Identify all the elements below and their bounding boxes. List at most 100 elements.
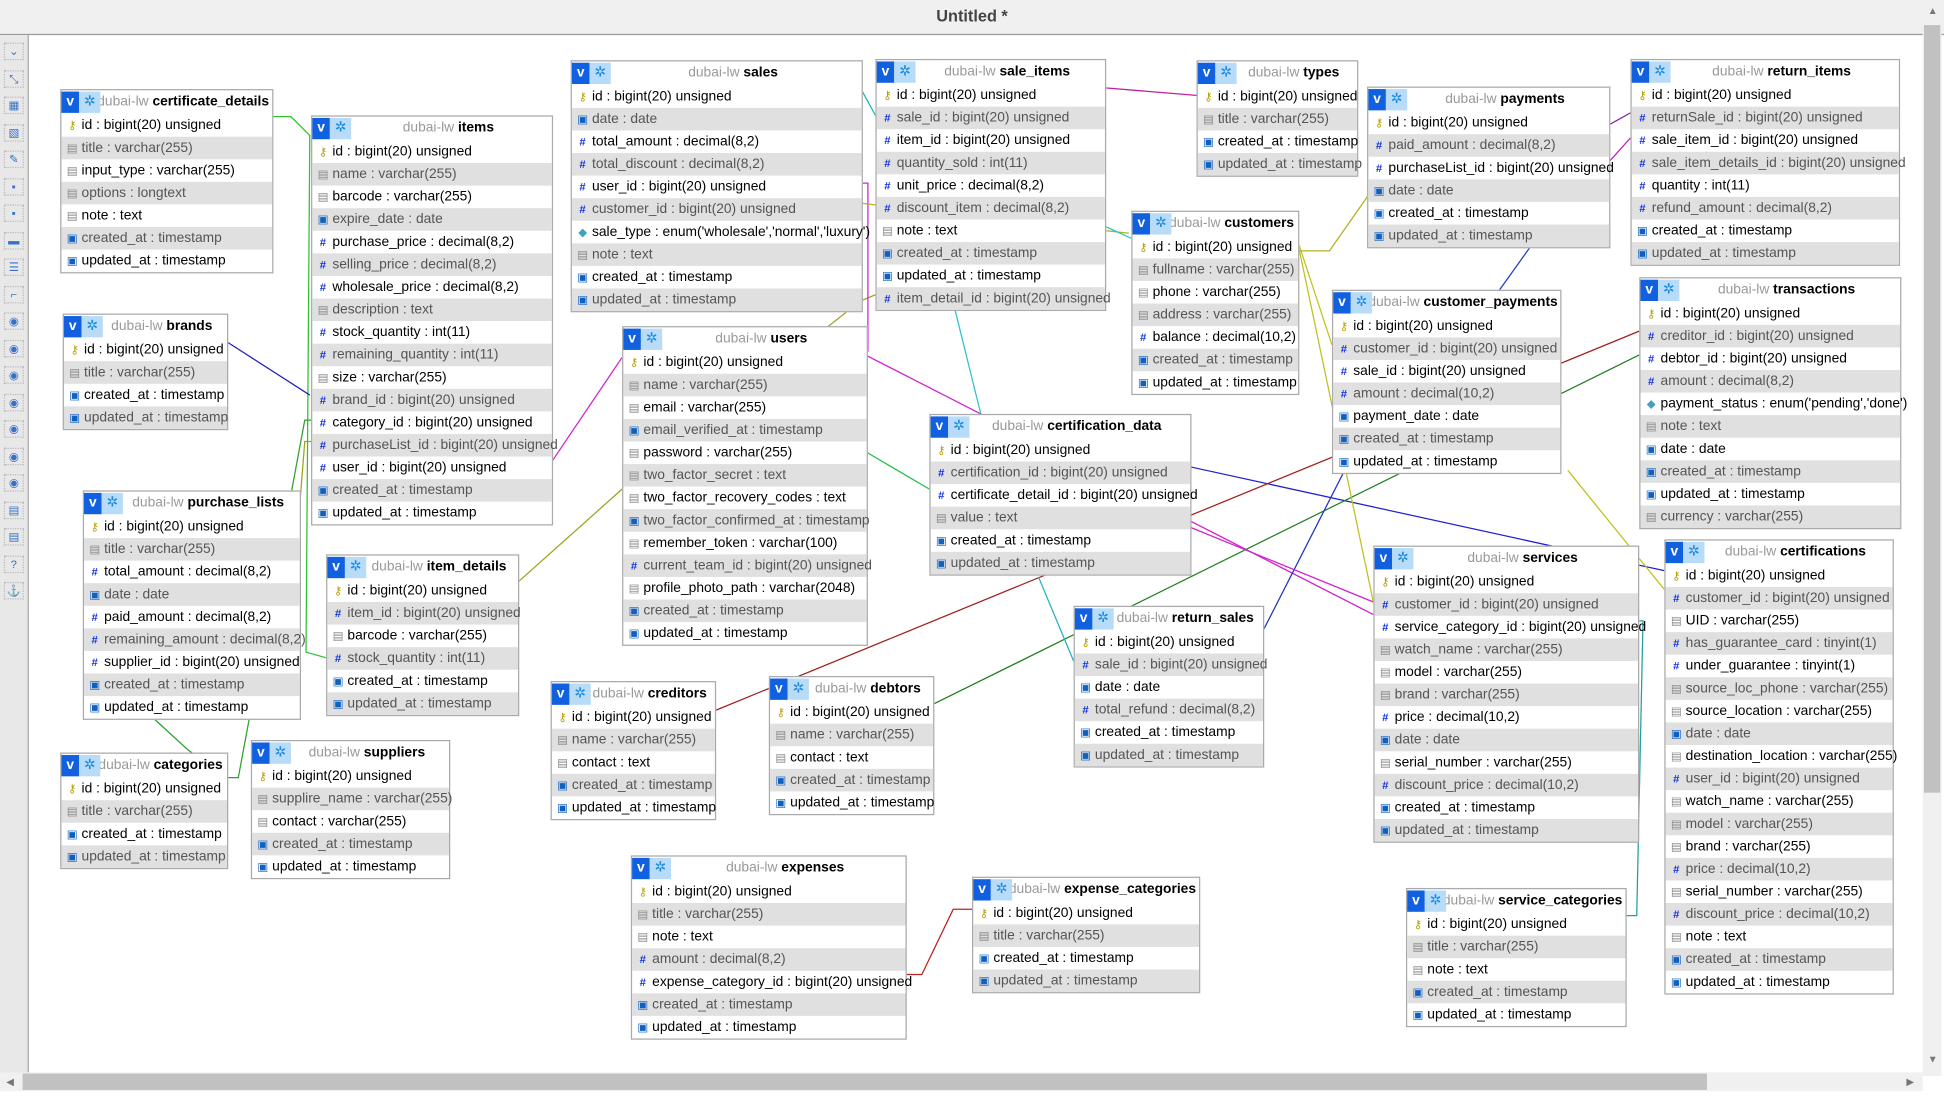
column-row[interactable]: ⚷id : bigint(20) unsigned [931, 439, 1191, 462]
column-row[interactable]: ⚷id : bigint(20) unsigned [623, 351, 866, 374]
relation-line-toggle-button[interactable]: ⌐ [3, 285, 24, 303]
column-row[interactable]: ▣created_at : timestamp [1640, 460, 1901, 483]
toggle-columns-button[interactable]: v [252, 742, 270, 764]
toggle-columns-button[interactable]: v [930, 416, 949, 438]
column-row[interactable]: ▣payment_date : date [1333, 405, 1560, 428]
column-row[interactable]: ▣updated_at : timestamp [571, 288, 862, 312]
column-row[interactable]: #under_guarantee : tinyint(1) [1666, 655, 1893, 678]
table-service-categories[interactable]: v✲dubai-lw service_categories⚷id : bigin… [1405, 887, 1627, 1028]
relation-3-button[interactable]: ◉ [3, 366, 24, 384]
column-row[interactable]: ▣updated_at : timestamp [1407, 1003, 1625, 1026]
column-row[interactable]: ▣created_at : timestamp [1368, 202, 1609, 225]
column-row[interactable]: #discount_price : decimal(10,2) [1374, 773, 1638, 797]
column-row[interactable]: ▣updated_at : timestamp [1666, 971, 1893, 994]
column-row[interactable]: ⚷id : bigint(20) unsigned [252, 765, 449, 788]
table-options-icon[interactable]: ✲ [1424, 890, 1447, 912]
save-as-button[interactable]: ▪ [3, 204, 24, 222]
column-row[interactable]: ⚷id : bigint(20) unsigned [632, 880, 905, 903]
help-button[interactable]: ? [3, 554, 24, 573]
column-row[interactable]: #certificate_detail_id : bigint(20) unsi… [931, 484, 1198, 507]
column-row[interactable]: ▤brand : varchar(255) [1666, 835, 1893, 858]
table-options-icon[interactable]: ✲ [649, 857, 671, 880]
column-row[interactable]: ▤remember_token : varchar(100) [623, 532, 866, 555]
column-row[interactable]: #purchase_price : decimal(8,2) [312, 231, 552, 254]
table-options-icon[interactable]: ✲ [81, 316, 103, 338]
column-row[interactable]: ⚷id : bigint(20) unsigned [1198, 85, 1357, 108]
column-row[interactable]: #sale_id : bigint(20) unsigned [876, 106, 1105, 130]
toggle-columns-button[interactable]: v [312, 117, 330, 140]
column-row[interactable]: #returnSale_id : bigint(20) unsigned [1631, 106, 1899, 130]
scroll-left-arrow[interactable]: ◀ [6, 1076, 14, 1088]
column-row[interactable]: ▤title : varchar(255) [1407, 935, 1626, 959]
relation-1-button[interactable]: ◉ [3, 312, 24, 330]
table-transactions[interactable]: v✲dubai-lw transactions⚷id : bigint(20) … [1639, 277, 1907, 530]
edit-page-button[interactable]: ✎ [3, 150, 24, 169]
table-header[interactable]: v✲dubai-lw return_items [1631, 60, 1899, 84]
column-row[interactable]: ▤note : text [1640, 415, 1901, 438]
column-row[interactable]: ▣two_factor_confirmed_at : timestamp [623, 509, 870, 532]
column-row[interactable]: #quantity : int(11) [1632, 174, 1899, 197]
column-row[interactable]: ⚷id : bigint(20) unsigned [770, 701, 933, 724]
column-row[interactable]: #selling_price : decimal(8,2) [312, 253, 552, 276]
column-row[interactable]: ▤address : varchar(255) [1132, 303, 1299, 327]
column-row[interactable]: ▣created_at : timestamp [1665, 948, 1893, 971]
column-row[interactable]: #customer_id : bigint(20) unsigned [1333, 337, 1561, 360]
column-row[interactable]: ▤title : varchar(255) [61, 136, 273, 160]
table-header[interactable]: v✲dubai-lw brands [63, 315, 227, 339]
column-row[interactable]: ▤supplire_name : varchar(255) [252, 787, 452, 811]
column-row[interactable]: ▤note : text [877, 219, 1105, 242]
toggle-columns-button[interactable]: v [876, 61, 895, 83]
relation-6-button[interactable]: ◉ [3, 447, 24, 465]
column-row[interactable]: ▤note : text [1666, 926, 1893, 949]
column-row[interactable]: ▤brand : varchar(255) [1374, 683, 1638, 707]
column-row[interactable]: ▣created_at : timestamp [1632, 219, 1899, 242]
column-row[interactable]: ▤model : varchar(255) [1375, 661, 1638, 684]
table-payments[interactable]: v✲dubai-lw payments⚷id : bigint(20) unsi… [1367, 86, 1614, 249]
toggle-columns-button[interactable]: v [551, 683, 570, 705]
toggle-columns-button[interactable]: v [571, 62, 590, 85]
column-row[interactable]: #unit_price : decimal(8,2) [877, 174, 1105, 197]
toggle-columns-button[interactable]: v [1074, 608, 1093, 630]
table-header[interactable]: v✲dubai-lw item_details [327, 556, 518, 580]
toggle-columns-button[interactable]: v [632, 857, 650, 880]
column-row[interactable]: ▣expire_date : date [312, 208, 552, 231]
column-row[interactable]: ▣created_at : timestamp [64, 384, 227, 407]
column-row[interactable]: ▣created_at : timestamp [84, 673, 300, 697]
column-row[interactable]: ▤two_factor_secret : text [623, 464, 867, 487]
column-row[interactable]: ▣updated_at : timestamp [930, 551, 1191, 575]
table-header[interactable]: v✲dubai-lw transactions [1640, 278, 1900, 302]
table-header[interactable]: v✲dubai-lw certification_data [930, 415, 1191, 439]
table-options-icon[interactable]: ✲ [1683, 541, 1705, 564]
table-options-icon[interactable]: ✲ [329, 117, 352, 140]
table-return-items[interactable]: v✲dubai-lw return_items⚷id : bigint(20) … [1630, 58, 1906, 266]
column-row[interactable]: ▣created_at : timestamp [312, 479, 552, 502]
column-row[interactable]: ⚷id : bigint(20) unsigned [1407, 913, 1625, 936]
column-row[interactable]: ⚷id : bigint(20) unsigned [973, 902, 1199, 925]
scroll-right-arrow[interactable]: ▶ [1906, 1076, 1915, 1088]
column-row[interactable]: ▣date : date [1374, 728, 1638, 752]
column-row[interactable]: #price : decimal(10,2) [1375, 706, 1638, 729]
column-row[interactable]: ▣created_at : timestamp [1132, 348, 1299, 372]
column-row[interactable]: ▣date : date [1368, 179, 1610, 202]
table-options-icon[interactable]: ✲ [344, 556, 367, 579]
toggle-columns-button[interactable]: v [1132, 213, 1151, 235]
pdf-button[interactable]: ▤ [3, 501, 24, 519]
horizontal-scroll-thumb[interactable] [22, 1073, 1707, 1090]
column-row[interactable]: #stock_quantity : int(11) [312, 321, 552, 344]
vertical-scrollbar[interactable]: ▲▼ [1922, 0, 1942, 1077]
table-brands[interactable]: v✲dubai-lw brands⚷id : bigint(20) unsign… [62, 313, 229, 431]
column-row[interactable]: ▤password : varchar(255) [623, 441, 866, 464]
column-row[interactable]: ▤input_type : varchar(255) [61, 159, 272, 182]
vertical-scroll-thumb[interactable] [1923, 25, 1941, 793]
table-header[interactable]: v✲dubai-lw items [312, 117, 552, 141]
table-header[interactable]: v✲dubai-lw certificate_details [61, 90, 272, 114]
table-options-icon[interactable]: ✲ [101, 492, 123, 515]
column-row[interactable]: ▤value : text [930, 506, 1191, 530]
column-row[interactable]: ▤note : text [1407, 958, 1625, 981]
column-row[interactable]: #total_discount : decimal(8,2) [571, 153, 862, 176]
fit-to-screen-button[interactable]: ⤡ [3, 69, 24, 88]
column-row[interactable]: #user_id : bigint(20) unsigned [312, 457, 552, 480]
column-row[interactable]: ▤title : varchar(255) [63, 361, 228, 384]
table-creditors[interactable]: v✲dubai-lw creditors⚷id : bigint(20) uns… [550, 681, 717, 821]
